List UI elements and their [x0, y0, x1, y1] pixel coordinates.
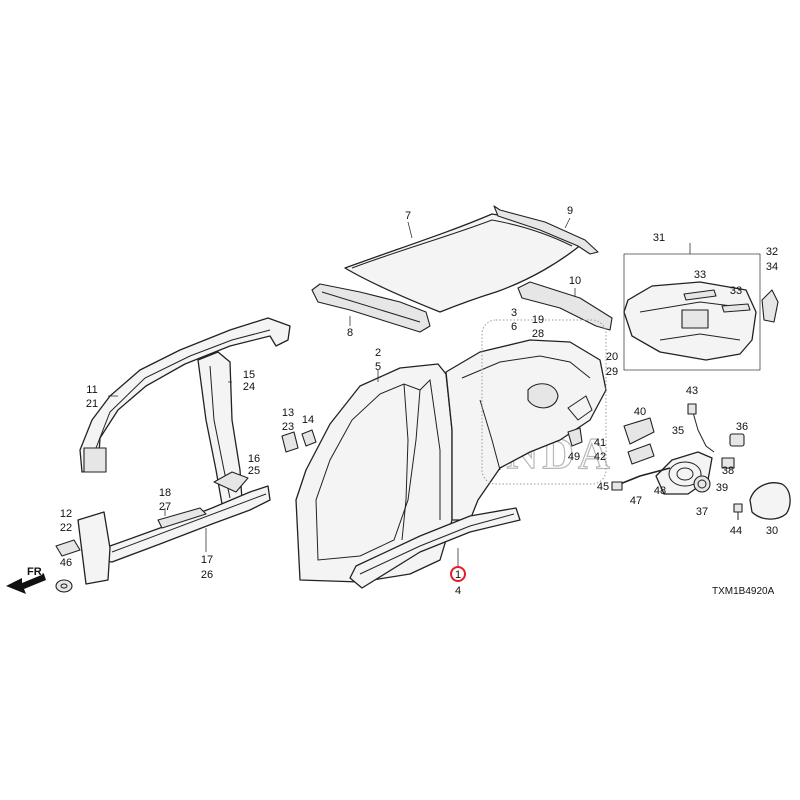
clip-38: [721, 457, 735, 469]
callout-44: 44: [730, 525, 742, 537]
callout-41: 41: [594, 437, 606, 449]
pillar-stiffener-lower: [213, 471, 249, 493]
fuel-lid: [749, 482, 791, 520]
callout-47: 47: [630, 495, 642, 507]
roof-rail-rear: [493, 205, 599, 255]
callout-2: 2: [375, 347, 381, 359]
callout-48: 48: [654, 485, 666, 497]
callout-20: 20: [606, 351, 618, 363]
seal-33b: [721, 303, 751, 313]
callout-35: 35: [672, 425, 684, 437]
rear-quarter-panel: [445, 339, 607, 521]
sill-reinforcement: [157, 507, 207, 529]
callout-46: 46: [60, 557, 72, 569]
front-pillar: [79, 317, 291, 473]
callout-33b: 33: [730, 285, 742, 297]
bracket-32: [761, 289, 779, 323]
clip-49: [567, 427, 583, 447]
callout-16: 16: [248, 453, 260, 465]
fuel-lid-clip: [627, 443, 655, 465]
side-panel-outer: [295, 363, 453, 583]
callout-17: 17: [201, 554, 213, 566]
spring-43: [687, 403, 715, 453]
callout-15: 15: [243, 369, 255, 381]
callout-9: 9: [567, 205, 573, 217]
side-sill-outer: [349, 507, 521, 589]
callout-labels: 7 9 31 32 34 10 33 33 3 6 19 28 8 2 5 20…: [60, 205, 778, 597]
callout-49: 49: [568, 451, 580, 463]
callout-33a: 33: [694, 269, 706, 281]
front-direction-arrow: FR.: [6, 566, 46, 594]
callout-29: 29: [606, 366, 618, 378]
callout-30: 30: [766, 525, 778, 537]
diagram-code: TXM1B4920A: [712, 586, 775, 597]
callout-5: 5: [375, 361, 381, 373]
callout-28: 28: [532, 328, 544, 340]
callout-12: 12: [60, 508, 72, 520]
callout-25: 25: [248, 465, 260, 477]
roof-panel: [344, 213, 583, 313]
callout-7: 7: [405, 210, 411, 222]
ring-37: [693, 475, 711, 493]
callout-27: 27: [159, 501, 171, 513]
callout-26: 26: [201, 569, 213, 581]
plug-46: [55, 579, 73, 593]
callout-3: 3: [511, 307, 517, 319]
callout-4: 4: [455, 585, 461, 597]
callout-45: 45: [597, 481, 609, 493]
callout-11: 11: [86, 384, 97, 396]
clip-13: [281, 431, 299, 453]
callout-39: 39: [716, 482, 728, 494]
callout-10: 10: [569, 275, 581, 287]
callout-40: 40: [634, 406, 646, 418]
fuel-lid-seal: [623, 417, 655, 445]
callout-24: 24: [243, 381, 255, 393]
callout-19: 19: [532, 314, 544, 326]
clip-14: [301, 429, 317, 447]
callout-13: 13: [282, 407, 294, 419]
opener-cable: [619, 467, 671, 485]
callout-6: 6: [511, 321, 517, 333]
callout-38: 38: [722, 465, 734, 477]
callout-31: 31: [653, 232, 665, 244]
callout-36: 36: [736, 421, 748, 433]
clip-45: [611, 481, 623, 491]
roof-rail-front: [311, 283, 431, 333]
callout-34: 34: [766, 261, 778, 273]
callout-1: 1: [455, 569, 461, 581]
callout-22: 22: [60, 522, 72, 534]
rear-roof-rail: [517, 281, 613, 331]
callout-37: 37: [696, 506, 708, 518]
nut-36: [729, 433, 745, 447]
callout-14: 14: [302, 414, 314, 426]
callout-8: 8: [347, 327, 353, 339]
rear-panel: [623, 281, 757, 361]
bracket-12: [55, 539, 81, 557]
callout-21: 21: [86, 398, 98, 410]
callout-42: 42: [594, 451, 606, 463]
callout-18: 18: [159, 487, 171, 499]
highlight-ring: [450, 566, 466, 582]
callout-23: 23: [282, 421, 294, 433]
screw-44: [733, 503, 743, 520]
callout-43: 43: [686, 385, 698, 397]
seal-33a: [683, 289, 717, 301]
callout-32: 32: [766, 246, 778, 258]
side-sill-inner: [77, 485, 271, 585]
front-direction-label: FR.: [27, 566, 45, 578]
